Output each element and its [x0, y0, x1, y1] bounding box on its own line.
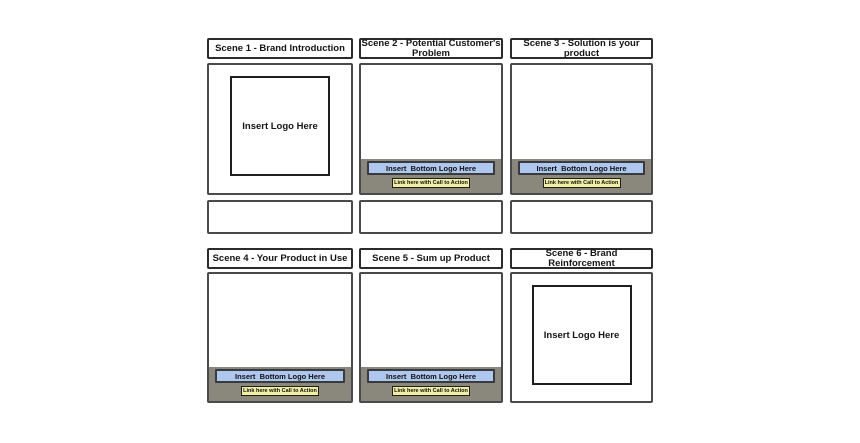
scene-3-title: Scene 3 - Solution is your product [523, 37, 640, 59]
scene-5-title: Scene 5 - Sum up Product [372, 252, 490, 264]
scene-3-bottom-logo-label: Insert Bottom Logo Here [536, 163, 627, 173]
scene-2-title: Scene 2 - Potential Customer's Problem [361, 37, 501, 59]
scene-4-panel[interactable]: Insert Bottom Logo Here Link here with C… [207, 272, 353, 403]
scene-2-bottom-logo-placeholder[interactable]: Insert Bottom Logo Here [367, 161, 495, 175]
scene-5-cta-button[interactable]: Link here with Call to Action [392, 386, 470, 396]
scene-5-panel[interactable]: Insert Bottom Logo Here Link here with C… [359, 272, 503, 403]
scene-2-bottom-strip: Insert Bottom Logo Here Link here with C… [361, 159, 501, 193]
scene-5-bottom-logo-label: Insert Bottom Logo Here [385, 371, 476, 381]
scene-1-panel[interactable]: Insert Logo Here [207, 63, 353, 195]
scene-5-cta-label: Link here with Call to Action [394, 388, 468, 394]
scene-2-cta-button[interactable]: Link here with Call to Action [392, 178, 470, 188]
scene-6-logo-placeholder[interactable]: Insert Logo Here [531, 285, 632, 385]
caption-box-1[interactable] [207, 200, 353, 234]
scene-2-header: Scene 2 - Potential Customer's Problem [359, 38, 503, 59]
scene-1-title: Scene 1 - Brand Introduction [215, 42, 345, 54]
scene-5-header: Scene 5 - Sum up Product [359, 248, 503, 269]
scene-4-cta-button[interactable]: Link here with Call to Action [241, 386, 319, 396]
scene-2-panel[interactable]: Insert Bottom Logo Here Link here with C… [359, 63, 503, 195]
scene-4-cta-label: Link here with Call to Action [243, 388, 317, 394]
scene-3-bottom-logo-placeholder[interactable]: Insert Bottom Logo Here [518, 161, 645, 175]
scene-4-header: Scene 4 - Your Product in Use [207, 248, 353, 269]
caption-box-2[interactable] [359, 200, 503, 234]
scene-4-bottom-logo-placeholder[interactable]: Insert Bottom Logo Here [215, 369, 345, 383]
scene-3-cta-button[interactable]: Link here with Call to Action [542, 178, 621, 188]
scene-2-cta-label: Link here with Call to Action [394, 180, 468, 186]
scene-4-bottom-logo-label: Insert Bottom Logo Here [234, 371, 325, 381]
scene-5-canvas-area[interactable] [361, 274, 501, 367]
scene-2-bottom-logo-label: Insert Bottom Logo Here [385, 163, 476, 173]
scene-6-title: Scene 6 - Brand Reinforcement [545, 247, 618, 269]
scene-6-panel[interactable]: Insert Logo Here [510, 272, 653, 403]
scene-1-logo-label: Insert Logo Here [242, 120, 318, 132]
scene-4-canvas-area[interactable] [209, 274, 351, 367]
scene-3-canvas-area[interactable] [512, 65, 651, 159]
scene-3-bottom-strip: Insert Bottom Logo Here Link here with C… [512, 159, 651, 193]
caption-box-3[interactable] [510, 200, 653, 234]
scene-1-header: Scene 1 - Brand Introduction [207, 38, 353, 59]
scene-1-logo-placeholder[interactable]: Insert Logo Here [230, 76, 330, 176]
scene-6-logo-label: Insert Logo Here [543, 329, 620, 341]
scene-5-bottom-strip: Insert Bottom Logo Here Link here with C… [361, 367, 501, 401]
scene-3-panel[interactable]: Insert Bottom Logo Here Link here with C… [510, 63, 653, 195]
scene-3-header: Scene 3 - Solution is your product [510, 38, 653, 59]
scene-5-bottom-logo-placeholder[interactable]: Insert Bottom Logo Here [367, 369, 495, 383]
scene-4-title: Scene 4 - Your Product in Use [212, 252, 348, 264]
scene-6-header: Scene 6 - Brand Reinforcement [510, 248, 653, 269]
scene-2-canvas-area[interactable] [361, 65, 501, 159]
scene-3-cta-label: Link here with Call to Action [544, 180, 619, 186]
scene-4-bottom-strip: Insert Bottom Logo Here Link here with C… [209, 367, 351, 401]
